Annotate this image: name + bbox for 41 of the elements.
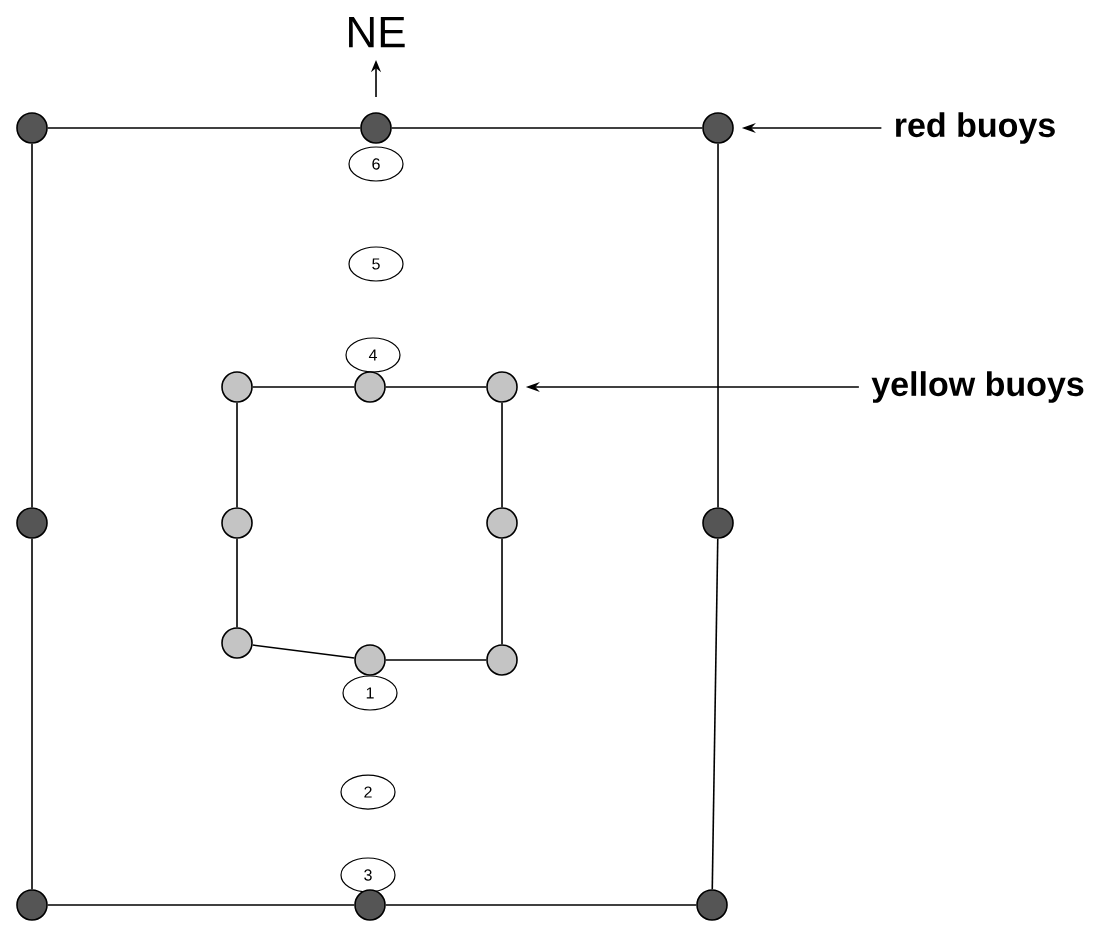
numbered-oval: 4: [345, 337, 401, 373]
buoy-circle: [221, 507, 253, 539]
buoy-circle: [221, 371, 253, 403]
rope-line: [391, 127, 703, 129]
rope-line: [501, 538, 503, 645]
buoy-circle: [16, 112, 48, 144]
numbered-oval: 5: [348, 246, 404, 282]
rope-line: [501, 402, 503, 509]
rope-line: [236, 538, 238, 628]
buoy-circle: [16, 507, 48, 539]
buoy-circle: [702, 507, 734, 539]
rope-line: [717, 143, 719, 509]
numbered-oval: 6: [348, 146, 404, 182]
rope-line: [31, 538, 33, 891]
rope-line: [31, 143, 33, 509]
buoy-circle: [486, 644, 518, 676]
buoy-label: red buoys: [896, 112, 1055, 144]
numbered-oval: 1: [342, 675, 398, 711]
buoy-circle: [354, 889, 386, 921]
rope-line: [251, 644, 356, 659]
rope-line: [252, 386, 355, 388]
buoy-circle: [16, 889, 48, 921]
rope-line: [47, 127, 361, 129]
rope-line: [236, 402, 238, 509]
numbered-oval: 3: [340, 857, 396, 893]
buoy-circle: [696, 889, 728, 921]
buoy-circle: [702, 112, 734, 144]
rope-line: [47, 904, 355, 906]
rope-line: [385, 904, 697, 906]
buoy-circle: [486, 507, 518, 539]
rope-line: [711, 538, 719, 891]
rope-line: [385, 386, 487, 388]
buoy-circle: [354, 371, 386, 403]
buoy-label: yellow buoys: [871, 371, 1084, 403]
buoy-circle: [360, 112, 392, 144]
buoy-circle: [221, 627, 253, 659]
buoy-circle: [354, 644, 386, 676]
rope-line: [385, 659, 487, 661]
buoy-circle: [486, 371, 518, 403]
numbered-oval: 2: [340, 774, 396, 810]
direction-label: NE: [349, 16, 405, 48]
